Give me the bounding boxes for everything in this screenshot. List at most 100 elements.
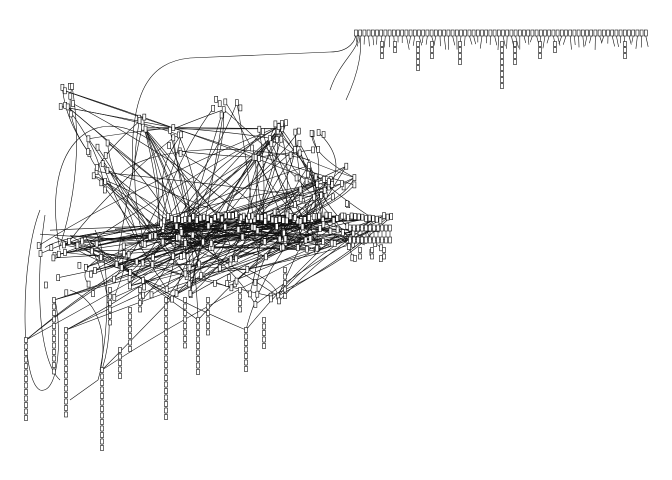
graph-node [148, 234, 151, 240]
graph-edge [583, 36, 584, 47]
graph-node [308, 163, 311, 169]
graph-node [318, 213, 321, 219]
graph-node [447, 30, 450, 36]
graph-node [184, 330, 187, 335]
graph-node [239, 288, 242, 293]
graph-node [207, 317, 210, 322]
graph-node [303, 217, 306, 223]
graph-node [263, 331, 266, 336]
graph-node [254, 279, 257, 285]
graph-node [129, 314, 132, 319]
graph-node [472, 30, 475, 36]
graph-node [417, 54, 420, 59]
graph-node [301, 224, 304, 230]
graph-node [224, 224, 227, 230]
graph-node [207, 311, 210, 316]
graph-node [539, 48, 542, 53]
graph-node [128, 283, 131, 289]
graph-node [25, 351, 28, 356]
graph-node [247, 213, 250, 219]
graph-node [361, 237, 364, 243]
graph-node [203, 214, 206, 220]
graph-node [431, 48, 434, 53]
graph-edge [409, 36, 410, 44]
graph-edge [636, 36, 637, 49]
graph-node [501, 54, 504, 59]
graph-node [224, 213, 227, 219]
graph-node [57, 251, 60, 257]
graph-node [184, 271, 187, 277]
graph-node [371, 254, 374, 259]
graph-node [280, 136, 283, 142]
graph-node [65, 386, 68, 391]
graph-node [191, 232, 194, 238]
graph-node [357, 225, 360, 231]
graph-node [25, 364, 28, 369]
graph-node [119, 374, 122, 379]
graph-node [278, 236, 281, 242]
graph-node [218, 101, 221, 107]
graph-node [501, 60, 504, 65]
graph-node [417, 48, 420, 53]
graph-node [644, 30, 647, 36]
graph-node [377, 225, 380, 231]
graph-node [174, 217, 177, 223]
graph-node [50, 245, 53, 251]
graph-node [142, 277, 145, 283]
graph-node [430, 30, 433, 36]
graph-node [87, 281, 90, 287]
graph-node [213, 215, 216, 221]
graph-node [569, 30, 572, 36]
graph-edges [25, 33, 648, 446]
graph-node [129, 327, 132, 332]
graph-node [384, 30, 387, 36]
graph-node [101, 433, 104, 438]
graph-node [53, 356, 56, 361]
graph-node [101, 426, 104, 431]
graph-node [65, 399, 68, 404]
graph-node [65, 328, 68, 333]
graph-node [120, 265, 123, 271]
graph-node [76, 242, 79, 248]
graph-node [139, 307, 142, 312]
graph-node [161, 239, 164, 245]
graph-edge [585, 36, 587, 46]
graph-node [200, 273, 203, 279]
graph-node [65, 354, 68, 359]
graph-node [573, 30, 576, 36]
graph-node [294, 215, 297, 221]
graph-node [25, 403, 28, 408]
graph-node [92, 291, 95, 297]
graph-node [245, 360, 248, 365]
graph-node [347, 215, 350, 221]
graph-node [142, 292, 145, 298]
graph-node [245, 347, 248, 352]
graph-node [90, 248, 93, 254]
graph-node [65, 406, 68, 411]
graph-node [299, 187, 302, 193]
graph-node [151, 262, 154, 268]
graph-edge [558, 36, 560, 46]
graph-node [365, 225, 368, 231]
graph-node [52, 255, 55, 261]
graph-node [322, 176, 325, 182]
graph-edge [464, 36, 465, 46]
graph-node [101, 368, 104, 373]
graph-node [367, 30, 370, 36]
graph-node [128, 276, 131, 282]
graph-edge [444, 36, 446, 50]
graph-edge [40, 215, 60, 380]
graph-node [25, 357, 28, 362]
graph-node [361, 225, 364, 231]
graph-node [226, 280, 229, 286]
graph-node [535, 30, 538, 36]
graph-node [197, 363, 200, 368]
graph-node [94, 267, 97, 273]
graph-edge [346, 36, 361, 100]
graph-node [331, 194, 334, 200]
graph-node [184, 216, 187, 222]
graph-node [284, 274, 287, 279]
graph-node [347, 244, 350, 250]
graph-node [261, 129, 264, 135]
